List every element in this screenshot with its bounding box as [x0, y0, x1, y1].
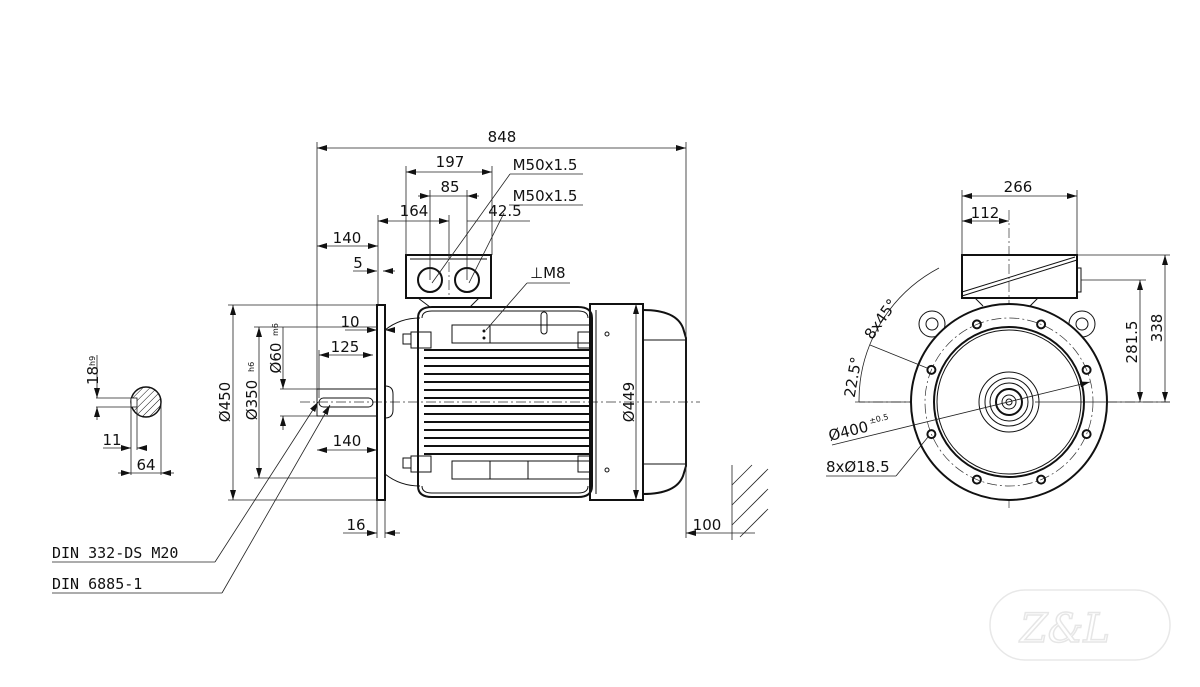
hole-start-angle-label: 22.5° — [841, 355, 866, 398]
spigot-tolerance: h6 — [247, 362, 256, 372]
dim-box-width: 197 — [436, 153, 465, 171]
bolt-hole — [926, 429, 937, 440]
dim-box-width-end: 266 — [1004, 178, 1033, 196]
terminal-box-end — [961, 254, 1082, 307]
shaft-shoulder — [384, 385, 394, 419]
bolt-hole — [1081, 364, 1092, 375]
flange — [376, 304, 386, 501]
bolt-hole — [1081, 429, 1092, 440]
dim-spigot-depth: 10 — [340, 313, 359, 331]
dim-fan-clearance: 100 — [693, 516, 722, 534]
dim-shaft-diameter: Ø60 — [267, 343, 285, 374]
key-slot — [318, 397, 374, 408]
bolt-hole — [1036, 319, 1047, 330]
dim-flange-position: 140 — [333, 229, 362, 247]
dim-shaft-height: 64 — [136, 456, 155, 474]
gland-thread-label-1: M50x1.5 — [513, 156, 578, 174]
dim-box-center-offset: 112 — [971, 204, 1000, 222]
key-width-tolerance: h9 — [88, 356, 97, 366]
dim-flange-diameter: Ø450 — [216, 382, 234, 422]
dim-shaft-length: 140 — [333, 432, 362, 450]
dim-key-depth: 11 — [102, 431, 121, 449]
dim-flange-thickness: 16 — [346, 516, 365, 534]
dim-spigot-diameter: Ø350 — [243, 380, 261, 420]
bolt-circle-tolerance: ±0.5 — [868, 412, 889, 425]
dimensions-side: 848 197 85 164 42.5 M50x1.5 M50x1.5 140 … — [52, 128, 769, 594]
dim-key-width: 18 — [84, 366, 102, 385]
bolt-hole — [926, 364, 937, 375]
dim-box-offset: 164 — [400, 202, 429, 220]
bolt-holes — [926, 319, 1092, 485]
dim-gap: 5 — [353, 254, 363, 272]
shaft-section: 18 h9 11 64 — [84, 355, 174, 476]
earth-thread-label: ⊥M8 — [530, 264, 566, 282]
dim-box-height: 338 — [1148, 314, 1166, 343]
wall-hatching — [731, 464, 769, 540]
earth-terminal — [482, 329, 486, 333]
dim-gland-height: 281.5 — [1123, 321, 1141, 364]
motor-body — [402, 306, 593, 498]
terminal-box — [405, 254, 492, 308]
center-hole-standard: DIN 332-DS M20 — [52, 544, 178, 562]
dim-key-length: 125 — [331, 338, 360, 356]
bolt-hole — [971, 474, 982, 485]
svg-text:Z&L: Z&L — [1018, 606, 1110, 652]
hole-angle-label: 8x45° — [861, 296, 902, 343]
shaft-tolerance: m6 — [271, 323, 280, 336]
lifting-eye — [540, 311, 548, 335]
end-view: 266 112 281.5 338 8x45° 22.5° Ø400 ±0.5 … — [826, 178, 1170, 510]
lifting-eye-left — [918, 310, 946, 338]
dim-gland-spacing: 85 — [440, 178, 459, 196]
bolt-hole — [971, 319, 982, 330]
bolt-hole — [1036, 474, 1047, 485]
side-view: 848 197 85 164 42.5 M50x1.5 M50x1.5 140 … — [52, 128, 769, 594]
gland-thread-label-2: M50x1.5 — [513, 187, 578, 205]
dim-gland-offset: 42.5 — [488, 202, 521, 220]
key-standard: DIN 6885-1 — [52, 575, 142, 593]
watermark-logo: Z&L — [989, 589, 1171, 661]
dim-body-diameter: Ø449 — [620, 382, 638, 422]
holes-label: 8xØ18.5 — [826, 458, 890, 476]
dim-overall-length: 848 — [488, 128, 517, 146]
